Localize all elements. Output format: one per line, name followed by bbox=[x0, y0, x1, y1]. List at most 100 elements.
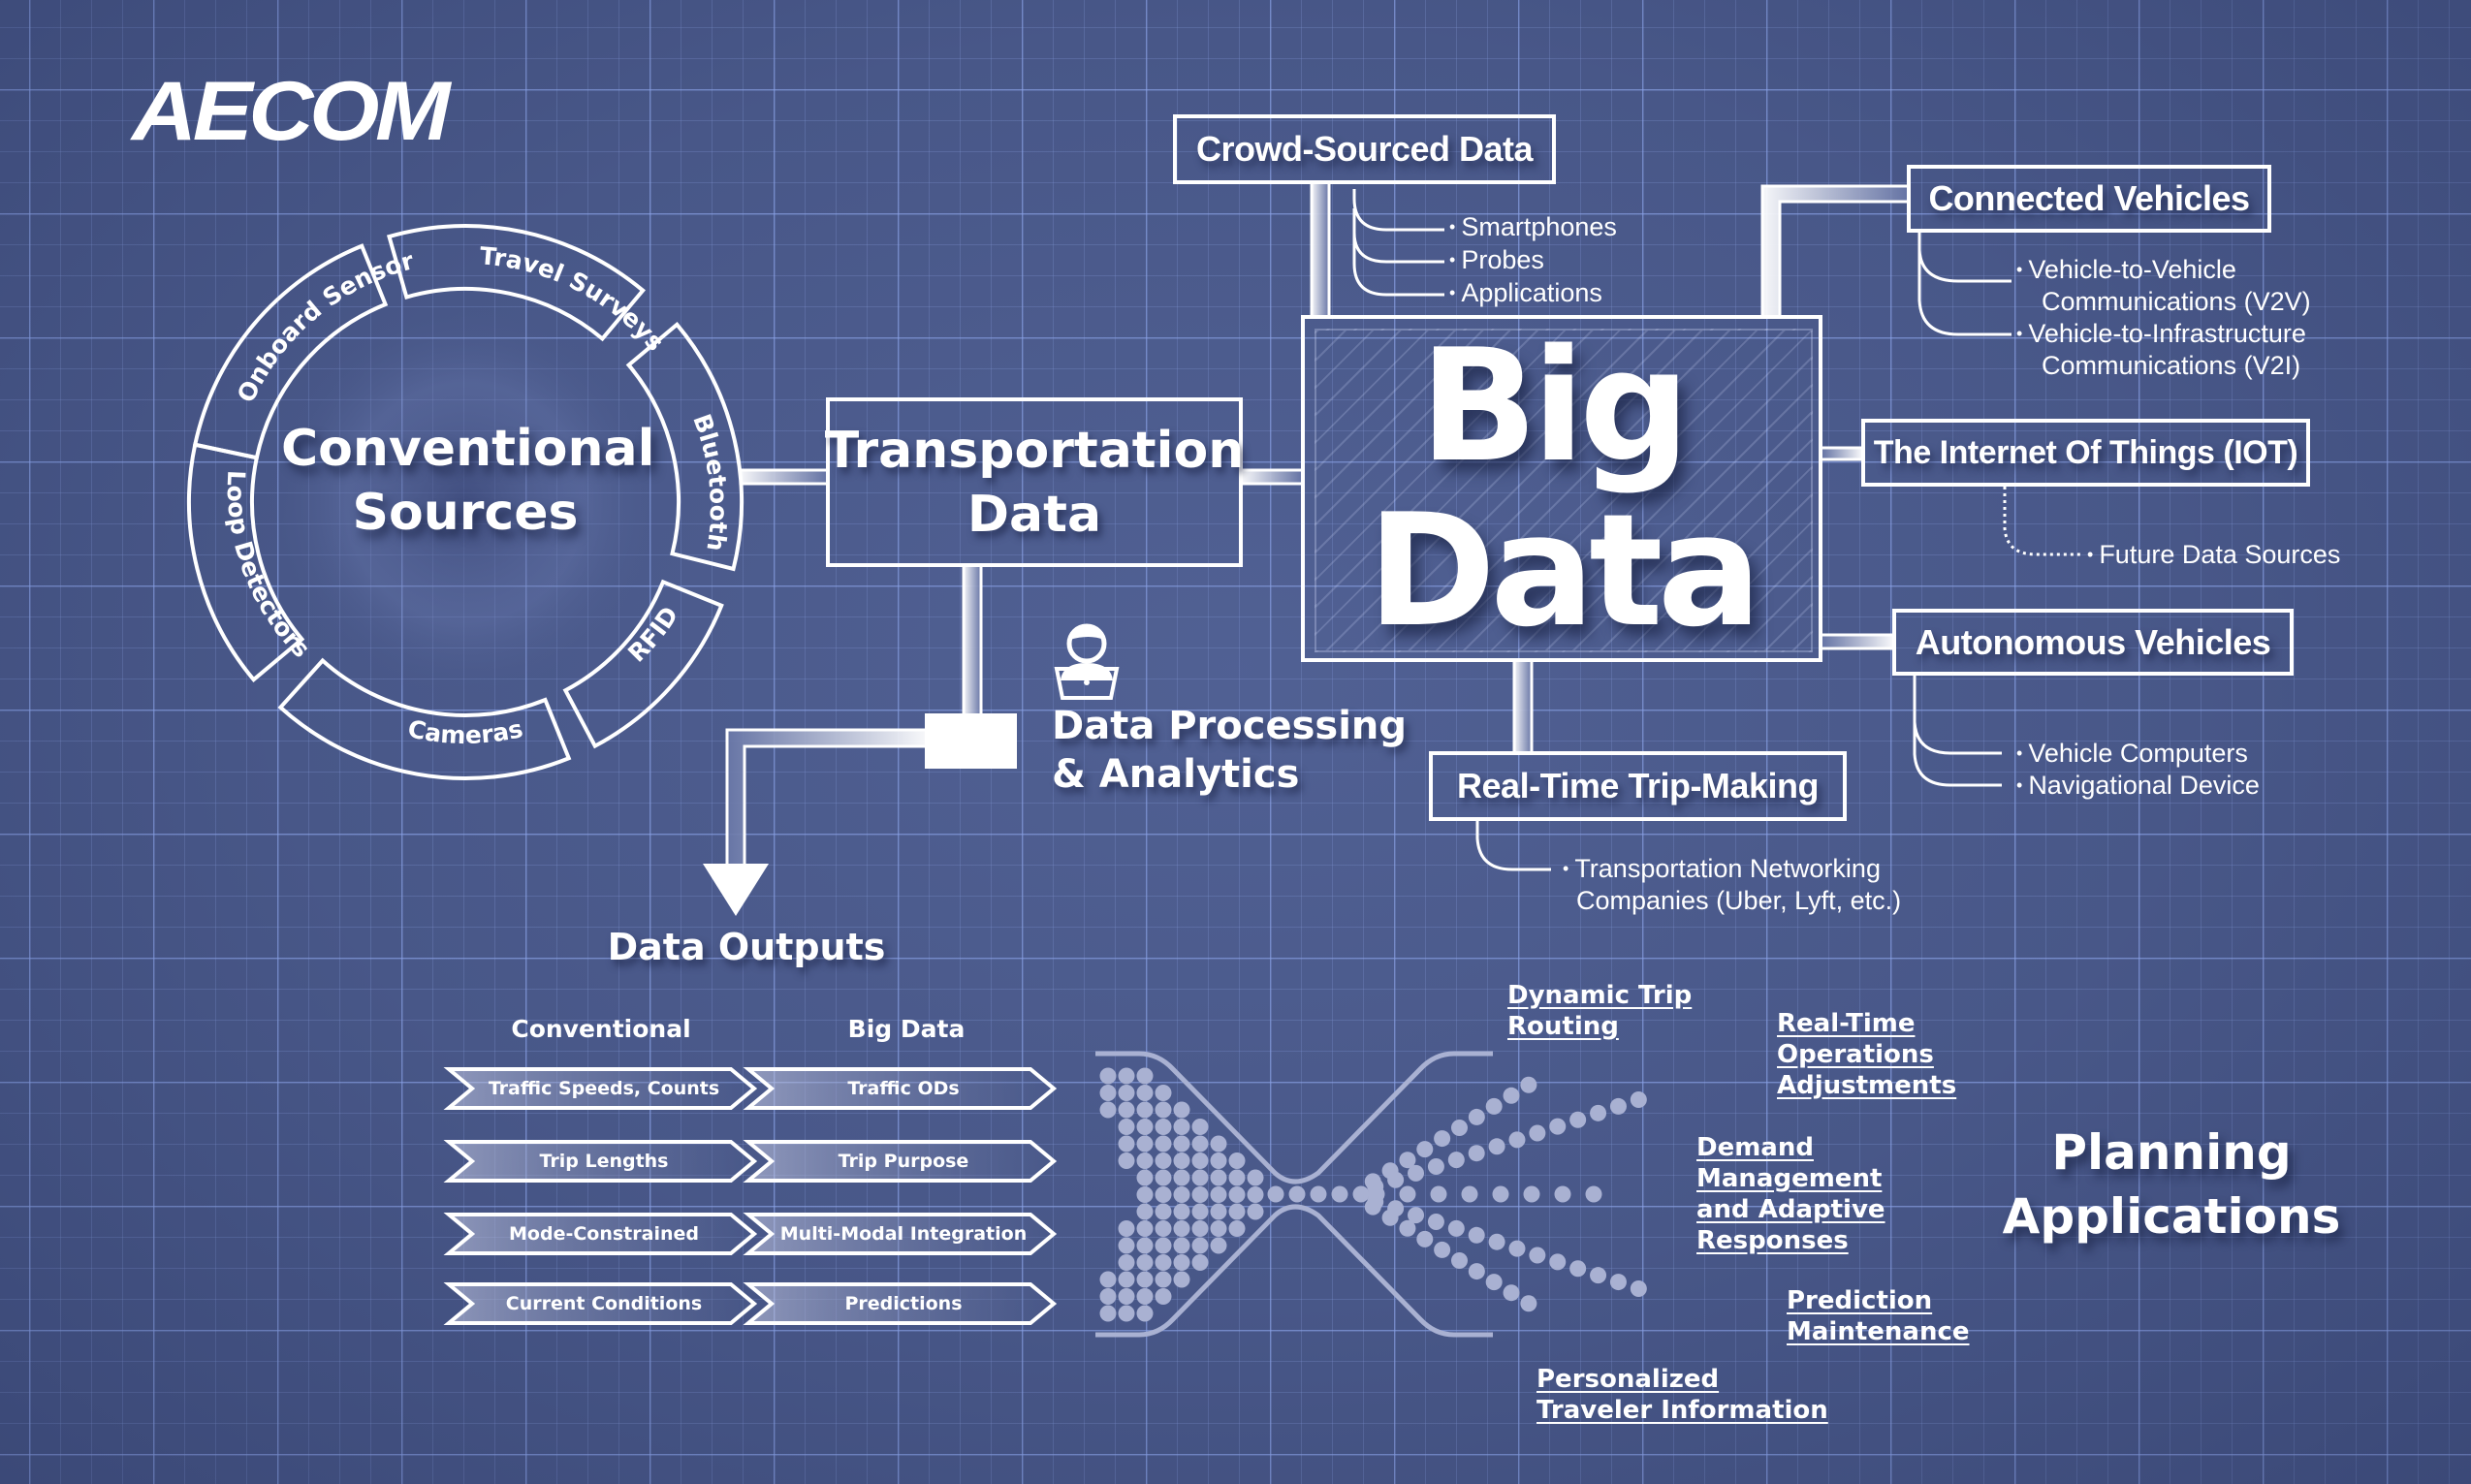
data-processing-line1: Data Processing bbox=[1052, 704, 1408, 748]
bullet-icon: • bbox=[1563, 859, 1569, 878]
funnel-dot bbox=[1099, 1085, 1117, 1101]
funnel-dot bbox=[1352, 1185, 1370, 1203]
funnel-dot bbox=[1399, 1152, 1416, 1169]
funnel-dot bbox=[1492, 1185, 1509, 1203]
iot-item-future-data-sources: •Future Data Sources bbox=[2087, 539, 2340, 571]
funnel-dot bbox=[1136, 1237, 1154, 1254]
tnc-line1: Transportation Networking bbox=[1574, 854, 1881, 883]
funnel-dot bbox=[1288, 1185, 1306, 1203]
funnel-dot bbox=[1468, 1263, 1485, 1280]
funnel-dot bbox=[1155, 1135, 1172, 1152]
funnel-dot bbox=[1508, 1240, 1526, 1257]
bullet-icon: • bbox=[2016, 743, 2023, 763]
connected-item-v2i: •Vehicle-to-Infrastructure Communication… bbox=[2016, 318, 2306, 382]
person-laptop-icon bbox=[1054, 623, 1120, 700]
funnel-dot bbox=[1136, 1135, 1154, 1152]
funnel-dot bbox=[1118, 1085, 1135, 1101]
arrow-head-icon bbox=[703, 864, 769, 916]
funnel-dot bbox=[1549, 1118, 1567, 1135]
funnel-dot bbox=[1099, 1101, 1117, 1119]
funnel-dot bbox=[1468, 1145, 1485, 1162]
funnel-dot bbox=[1247, 1169, 1264, 1186]
funnel-dot bbox=[1228, 1186, 1246, 1203]
funnel-dot bbox=[1136, 1288, 1154, 1305]
bullet-icon: • bbox=[1449, 217, 1456, 237]
crowd-sourced-data-box[interactable]: Crowd-Sourced Data bbox=[1173, 114, 1556, 184]
funnel-dot bbox=[1387, 1171, 1405, 1188]
app-demand-management[interactable]: Demand Management and Adaptive Responses bbox=[1696, 1133, 1885, 1255]
iot-item-label: Future Data Sources bbox=[2099, 540, 2341, 569]
app-dynamic-trip-routing[interactable]: Dynamic Trip Routing bbox=[1507, 981, 1693, 1041]
connector-bigdata-to-realtime bbox=[1512, 662, 1534, 751]
funnel-dot bbox=[1118, 1119, 1135, 1135]
funnel-dot bbox=[1447, 1219, 1465, 1237]
iot-title: The Internet Of Things (IOT) bbox=[1873, 433, 2298, 471]
connected-vehicles-title: Connected Vehicles bbox=[1928, 178, 2250, 218]
funnel-dot bbox=[1529, 1247, 1546, 1264]
funnel-dot bbox=[1099, 1305, 1117, 1322]
funnel-dot bbox=[1136, 1186, 1154, 1203]
funnel-dot bbox=[1310, 1185, 1327, 1203]
output-big-data-item: Trip Purpose bbox=[838, 1151, 969, 1172]
connected-vehicles-box[interactable]: Connected Vehicles bbox=[1907, 165, 2271, 233]
iot-box[interactable]: The Internet Of Things (IOT) bbox=[1861, 419, 2310, 487]
real-time-trip-making-title: Real-Time Trip-Making bbox=[1457, 766, 1819, 805]
data-processing-line2: & Analytics bbox=[1052, 752, 1300, 797]
crowd-item-probes: •Probes bbox=[1449, 244, 1544, 276]
funnel-dot bbox=[1118, 1305, 1135, 1322]
data-outputs-title: Data Outputs bbox=[607, 926, 886, 968]
funnel-dot bbox=[1173, 1271, 1190, 1288]
column-header-conventional: Conventional bbox=[511, 1015, 691, 1043]
funnel-dot bbox=[1210, 1220, 1227, 1237]
connector-transport-to-bigdata bbox=[1243, 468, 1301, 486]
funnel-dot bbox=[1520, 1295, 1537, 1312]
funnel-dot bbox=[1173, 1220, 1190, 1237]
app-personalized-traveler-information[interactable]: Personalized Traveler Information bbox=[1536, 1365, 1828, 1425]
big-data-box[interactable]: Big Data bbox=[1301, 315, 1822, 662]
funnel-dot bbox=[1508, 1131, 1526, 1149]
funnel-dot bbox=[1590, 1267, 1607, 1284]
funnel-dot bbox=[1155, 1169, 1172, 1186]
planning-title-line1: Planning bbox=[2051, 1124, 2292, 1181]
funnel-dot bbox=[1118, 1101, 1135, 1119]
app-real-time-operations-adjustments[interactable]: Real-Time Operations Adjustments bbox=[1777, 1009, 1957, 1100]
funnel-dot bbox=[1210, 1237, 1227, 1254]
funnel-dot bbox=[1191, 1169, 1209, 1186]
funnel-dot bbox=[1408, 1164, 1425, 1182]
funnel-dot bbox=[1520, 1076, 1537, 1093]
funnel-dot bbox=[1136, 1254, 1154, 1271]
bullet-icon: • bbox=[2016, 260, 2023, 279]
funnel-dot bbox=[1609, 1097, 1627, 1115]
transportation-data-box[interactable]: Transportation Data bbox=[825, 397, 1244, 567]
funnel-dot bbox=[1399, 1185, 1416, 1203]
funnel-dot bbox=[1099, 1271, 1117, 1288]
bullet-icon: • bbox=[2016, 775, 2023, 795]
output-big-data-item: Multi-Modal Integration bbox=[779, 1223, 1028, 1245]
autonomous-vehicles-title: Autonomous Vehicles bbox=[1915, 621, 2271, 662]
funnel-dot bbox=[1173, 1152, 1190, 1169]
funnel-dot bbox=[1488, 1138, 1505, 1155]
funnel-dot bbox=[1210, 1135, 1227, 1152]
connected-item-v2v: •Vehicle-to-Vehicle Communications (V2V) bbox=[2016, 254, 2311, 318]
funnel-dot bbox=[1228, 1220, 1246, 1237]
funnel-dot bbox=[1210, 1152, 1227, 1169]
crowd-item-label: Applications bbox=[1461, 278, 1602, 307]
app-prediction-maintenance[interactable]: Prediction Maintenance bbox=[1787, 1286, 1970, 1346]
real-time-trip-making-box[interactable]: Real-Time Trip-Making bbox=[1429, 751, 1847, 821]
funnel-dot bbox=[1503, 1087, 1520, 1104]
funnel-dot bbox=[1136, 1152, 1154, 1169]
conventional-sources-line1: Conventional bbox=[281, 420, 655, 478]
funnel-dot bbox=[1228, 1169, 1246, 1186]
funnel-dot bbox=[1118, 1067, 1135, 1085]
data-processing-label: Data Processing & Analytics bbox=[1052, 702, 1407, 799]
column-header-big-data: Big Data bbox=[847, 1015, 966, 1043]
v2i-line2: Communications (V2I) bbox=[2042, 351, 2301, 380]
autonomous-item-label: Vehicle Computers bbox=[2028, 739, 2248, 768]
crowd-item-label: Smartphones bbox=[1461, 212, 1617, 241]
funnel-dot bbox=[1450, 1119, 1468, 1136]
funnel-dot bbox=[1155, 1271, 1172, 1288]
funnel-dot bbox=[1529, 1124, 1546, 1142]
funnel-dot bbox=[1173, 1203, 1190, 1220]
funnel-dot bbox=[1099, 1288, 1117, 1305]
autonomous-vehicles-box[interactable]: Autonomous Vehicles bbox=[1892, 609, 2294, 676]
